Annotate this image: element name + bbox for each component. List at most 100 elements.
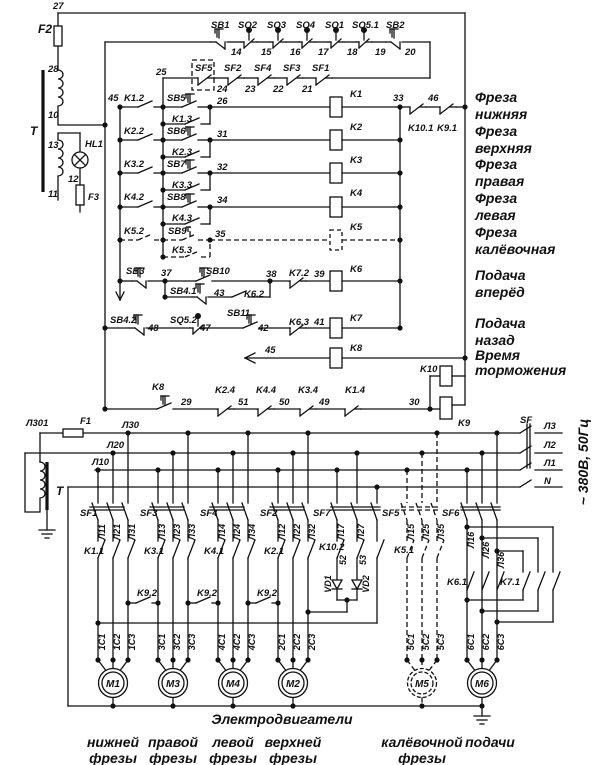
contactor-contact <box>292 539 301 559</box>
power-label: Л1 <box>543 458 556 469</box>
relay-coil <box>329 196 343 218</box>
contactor-contact <box>537 571 546 591</box>
contactor-label: K3.1 <box>144 546 164 557</box>
contactor-contact <box>97 539 106 559</box>
normally-open-contact <box>137 200 153 208</box>
limit-switch-roller <box>275 27 281 33</box>
limit-switch-contact <box>358 38 370 49</box>
pushbutton-contact <box>196 296 207 305</box>
device-label: SQ3 <box>267 20 287 31</box>
wire-number: 14 <box>231 47 242 58</box>
terminal-label: 4C1 <box>217 634 227 652</box>
wire <box>519 462 532 471</box>
device-label: SQ1 <box>325 20 344 31</box>
motor-caption: калёвочной <box>381 734 463 750</box>
lamp-hl1-icon <box>73 153 87 167</box>
fuse-f1 <box>62 428 84 438</box>
breaker-label: SF4 <box>200 508 218 519</box>
wire-number: 42 <box>257 323 269 334</box>
device-label: K5.2 <box>124 226 145 237</box>
wire <box>239 659 249 671</box>
device-label: K2.2 <box>124 126 145 137</box>
breaker-pole <box>460 502 468 521</box>
wire-number: 17 <box>318 47 329 58</box>
phase-label: Л35 <box>436 523 446 541</box>
contactor-contact <box>466 571 475 591</box>
wire-number: 41 <box>313 317 325 328</box>
contactor-contact <box>481 571 490 591</box>
junction-dot <box>110 703 116 709</box>
motor-caption: подачи <box>465 734 515 750</box>
contactor-contact <box>187 539 196 559</box>
power-label: SF <box>520 415 532 426</box>
pushbutton-contact <box>181 200 197 208</box>
junction-dot <box>230 703 236 709</box>
normally-closed-contact <box>439 103 454 115</box>
device-label: K1 <box>350 89 362 100</box>
device-label: T <box>30 124 39 138</box>
wire-number: 22 <box>272 84 284 95</box>
row-caption: Фреза <box>475 190 517 206</box>
wire-number: 48 <box>147 323 159 334</box>
normally-closed-contact <box>227 74 242 86</box>
limit-switch-roller <box>246 27 252 33</box>
wire-number: 12 <box>68 174 79 185</box>
limit-switch-contact <box>243 38 255 49</box>
relay-coil-k10 <box>439 365 453 387</box>
device-label: K6 <box>350 264 363 275</box>
relay-coil <box>329 347 343 369</box>
wire <box>97 659 107 671</box>
junction-dot <box>464 597 470 603</box>
terminal-label: 1C3 <box>127 634 137 651</box>
device-label: SB1 <box>211 20 229 31</box>
row-caption: Фреза <box>475 156 517 172</box>
breaker-label: SF3 <box>140 508 158 519</box>
wire-number: 52 <box>338 555 348 565</box>
row-caption: Подача <box>475 315 526 331</box>
brake-contact-label: K9.2 <box>197 588 218 599</box>
row-caption: назад <box>475 332 515 348</box>
normally-closed-contact <box>289 277 304 289</box>
device-label: SQ4 <box>296 20 316 31</box>
sf5-interlock-box <box>191 59 215 91</box>
wire-number: 10 <box>48 110 59 121</box>
breaker-pole <box>151 502 159 521</box>
contactor-contact <box>406 539 415 559</box>
limit-switch-roller <box>333 27 339 33</box>
row-caption: левая <box>474 207 516 223</box>
row-caption: правая <box>475 173 524 189</box>
motor-5-icon <box>410 671 434 695</box>
power-label: Л20 <box>106 440 125 451</box>
terminal-label: 5C1 <box>406 634 416 651</box>
motor-caption: нижней <box>87 734 140 750</box>
device-label: K4.3 <box>172 213 193 224</box>
phase-label: Л12 <box>277 524 287 541</box>
contactor-label: K5.1 <box>394 545 414 556</box>
motor-label: M5 <box>415 679 429 690</box>
breaker-label: SF7 <box>313 508 331 519</box>
contactor-contact <box>157 539 166 559</box>
wire-number: 50 <box>279 397 290 408</box>
wiring <box>24 12 563 725</box>
device-label: SB9 <box>168 226 187 237</box>
device-label: K2.4 <box>215 385 236 396</box>
arrow-icon <box>244 352 256 359</box>
wire <box>157 659 167 671</box>
phase-label: Л23 <box>172 524 182 541</box>
device-label: K6.3 <box>289 317 310 328</box>
relay-coil <box>329 270 343 292</box>
breaker-label: SF6 <box>442 508 460 519</box>
transformer-winding <box>24 452 46 513</box>
phase-label: Л33 <box>187 524 197 541</box>
relay-coil <box>329 96 343 118</box>
wire <box>519 445 532 454</box>
normally-open-contact <box>184 150 200 158</box>
terminal-label: 3C2 <box>172 634 182 651</box>
wire-number: 28 <box>47 64 59 75</box>
contactor-label: K7.1 <box>500 577 520 588</box>
phase-label: Л22 <box>292 524 302 541</box>
normally-closed-contact <box>409 103 424 115</box>
motor-4-icon <box>281 671 305 695</box>
diode-label: VD2 <box>361 575 371 593</box>
device-label: K7.2 <box>289 268 310 279</box>
